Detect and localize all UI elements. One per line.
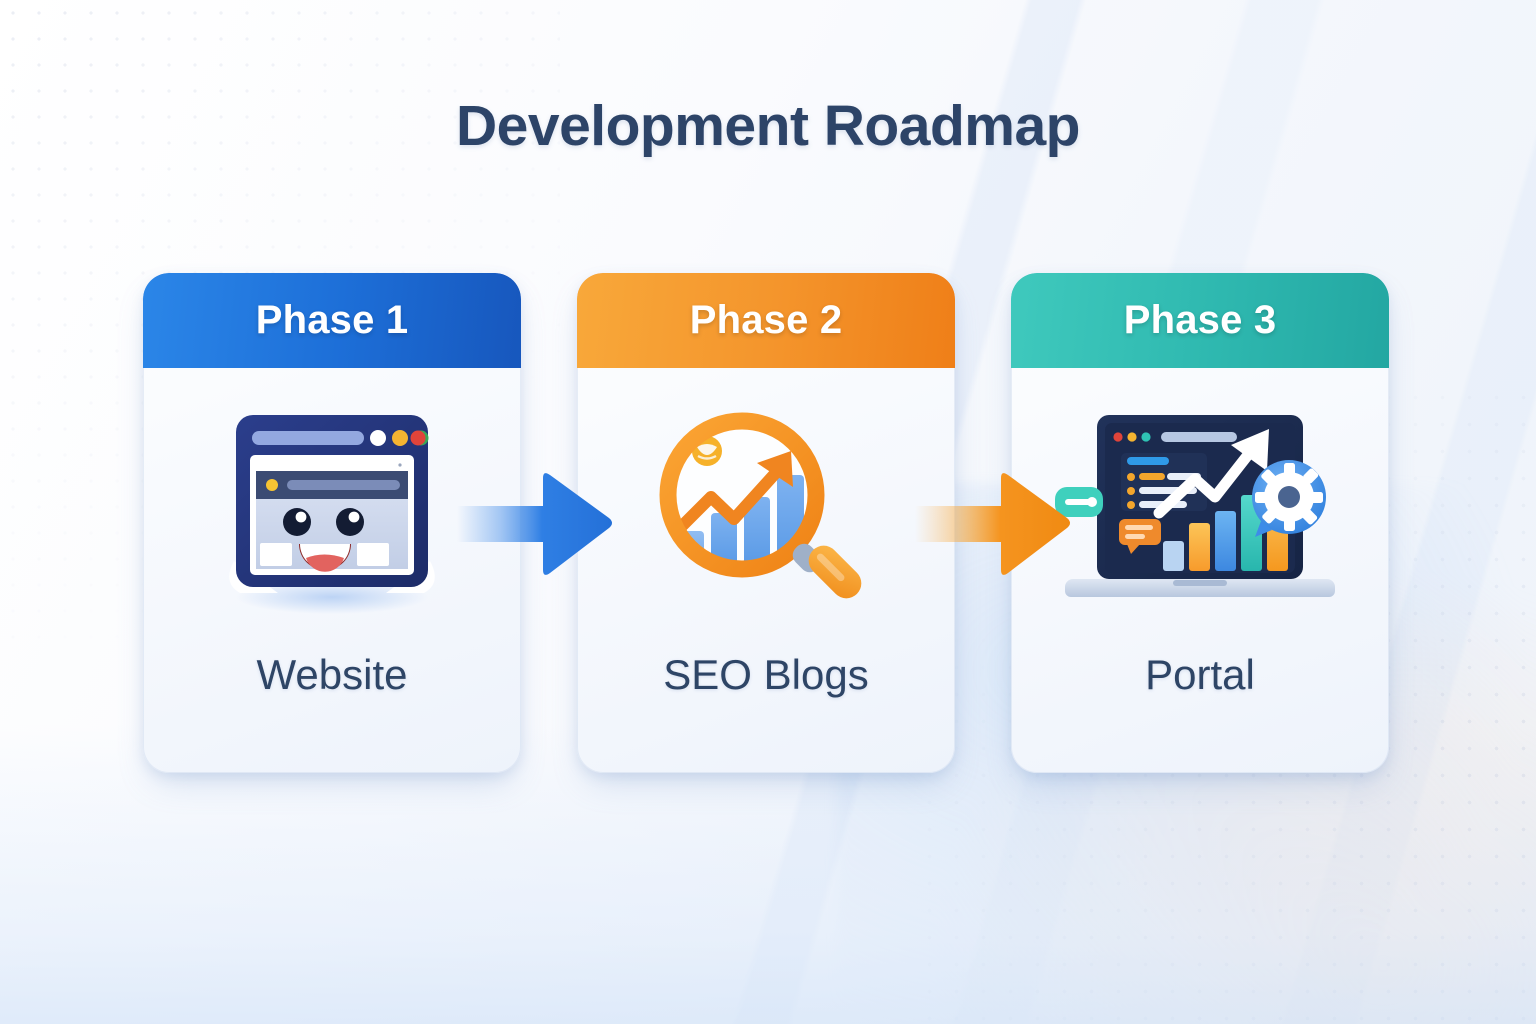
phase-card-1-header-label: Phase 1 <box>255 298 409 342</box>
phase-card-2[interactable]: Phase 2 <box>577 273 955 773</box>
arrow-phase1-to-phase2 <box>455 470 615 578</box>
phase-card-3-header: Phase 3 <box>1011 273 1389 368</box>
phase-card-2-label: SEO Blogs <box>663 651 869 698</box>
roadmap-phase-cards: Phase 1 <box>143 273 1405 773</box>
magnifier-growth-chart-icon <box>577 373 955 643</box>
laptop-dashboard-gear-icon <box>1011 373 1389 643</box>
phase-card-3[interactable]: Phase 3 <box>1011 273 1389 773</box>
phase-card-3-label: Portal <box>1145 651 1255 698</box>
background-bottom-glow <box>0 724 1536 1024</box>
phase-card-1-label: Website <box>256 651 408 698</box>
phase-card-3-header-label: Phase 3 <box>1123 298 1277 342</box>
browser-smiley-icon <box>143 373 521 643</box>
phase-card-2-header: Phase 2 <box>577 273 955 368</box>
arrow-phase2-to-phase3 <box>913 470 1073 578</box>
phase-card-1-header: Phase 1 <box>143 273 521 368</box>
phase-card-2-header-label: Phase 2 <box>689 298 843 342</box>
page-title: Development Roadmap <box>456 94 1080 158</box>
